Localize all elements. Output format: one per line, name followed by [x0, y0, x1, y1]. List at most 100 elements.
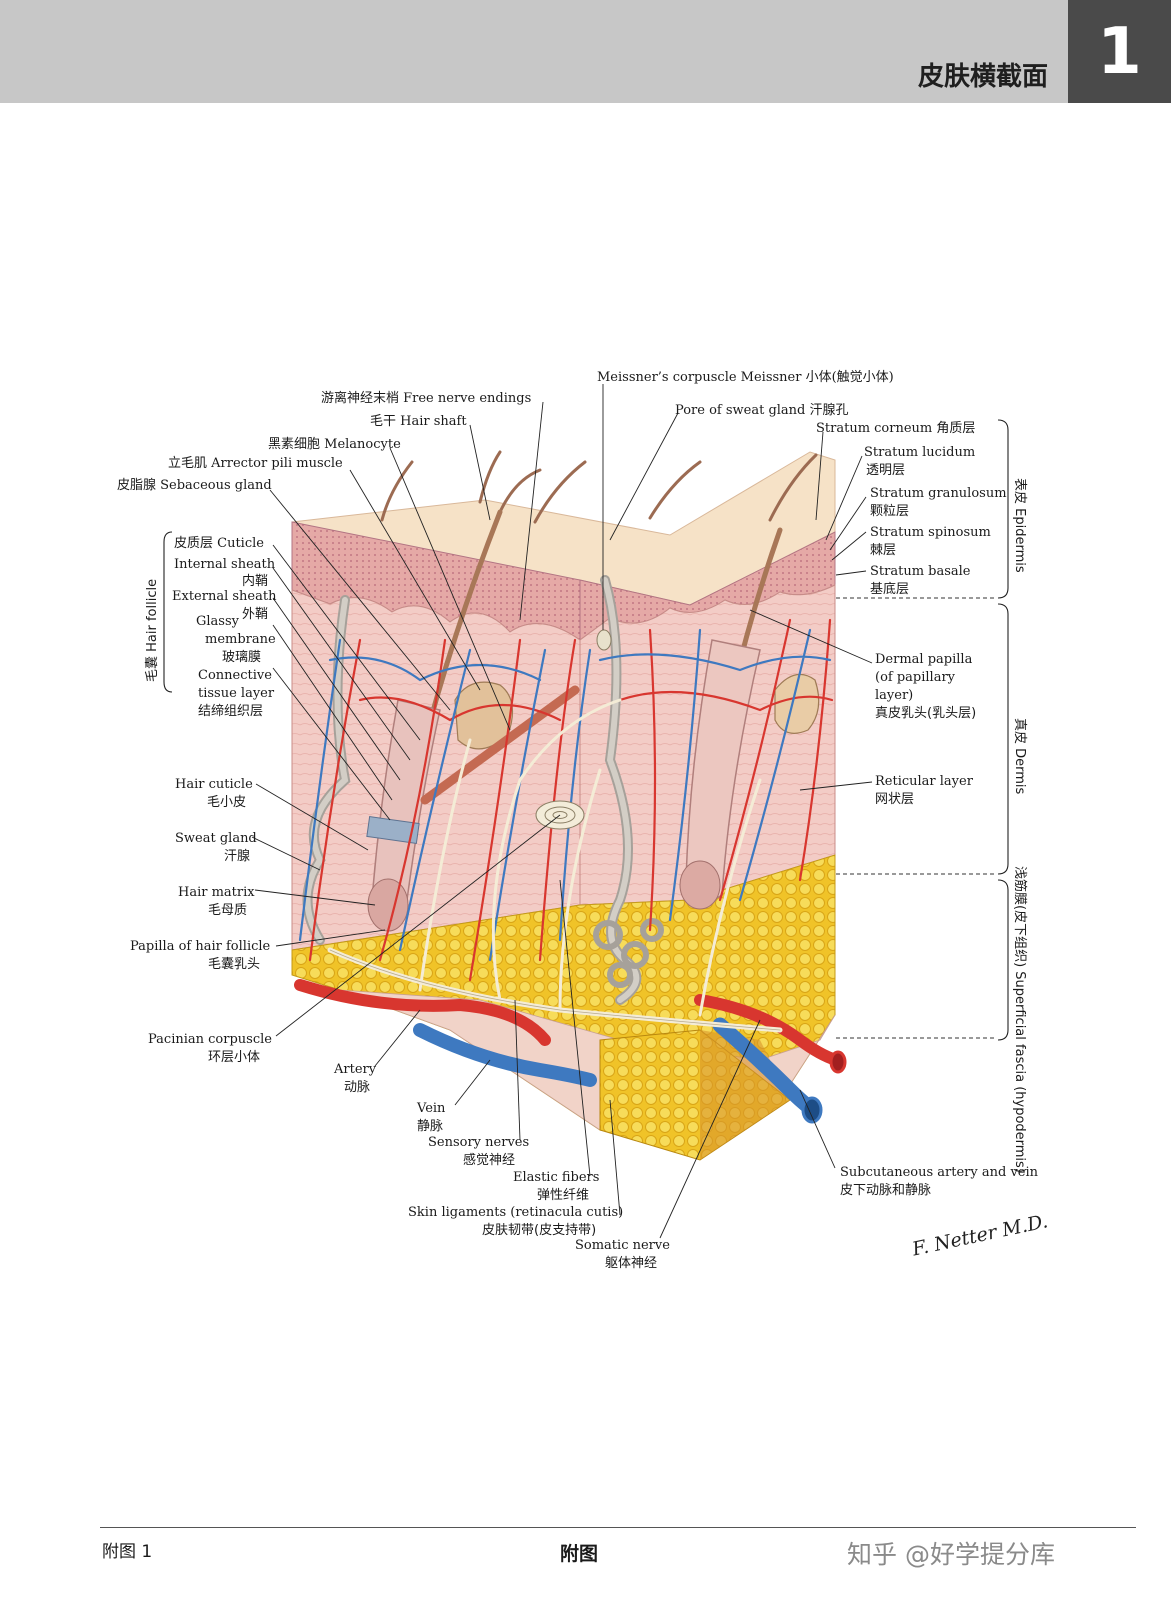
label-reticular-en: Reticular layer — [875, 774, 974, 789]
label-hair-matrix-en: Hair matrix — [178, 885, 255, 900]
label-stratum-lucidum-cn: 透明层 — [866, 463, 905, 478]
bracket-hair-follicle — [163, 531, 173, 693]
label-pore-sweat: Pore of sweat gland 汗腺孔 — [675, 403, 849, 418]
label-vein-cn: 静脉 — [417, 1119, 443, 1134]
sweat-duct-left-inner — [304, 597, 349, 943]
hair-follicles — [366, 639, 820, 932]
label-sensory-en: Sensory nerves — [428, 1135, 529, 1150]
label-meissner: Meissner’s corpuscle Meissner 小体(触觉小体) — [597, 370, 894, 385]
label-hair-cuticle-en: Hair cuticle — [175, 777, 253, 792]
label-hair-cuticle-cn: 毛小皮 — [207, 795, 246, 810]
subcutaneous-vein-left — [413, 1023, 597, 1087]
footer-section-title: 附图 — [560, 1543, 599, 1565]
label-sensory-cn: 感觉神经 — [463, 1152, 515, 1168]
sensory-nerve-branches — [418, 698, 762, 1017]
hair-shaft-1 — [380, 460, 414, 522]
label-reticular-cn: 网状层 — [875, 792, 914, 807]
capillaries-vein — [298, 628, 832, 962]
meissner-corpuscle — [596, 629, 612, 651]
label-stratum-spinosum-cn: 棘层 — [870, 543, 896, 558]
label-papilla-follicle-en: Papilla of hair follicle — [130, 939, 271, 954]
label-vein-en: Vein — [416, 1101, 446, 1116]
hair-shaft-4 — [533, 460, 587, 524]
subcutaneous-artery-left — [294, 979, 551, 1046]
skin-block — [291, 451, 836, 1161]
label-hypodermis: 浅筋膜(皮下组织) Superficial fascia (hypodermis… — [1012, 866, 1028, 1173]
footer-rule — [100, 1527, 1136, 1528]
label-connective-2: tissue layer — [198, 686, 275, 701]
label-cuticle: 皮质层 Cuticle — [174, 536, 264, 551]
label-dermal-papilla-1: Dermal papilla — [875, 652, 973, 667]
label-dermal-papilla-2: (of papillary — [875, 670, 956, 685]
subcutaneous-artery-right — [694, 994, 842, 1066]
label-somatic-cn: 躯体神经 — [605, 1255, 657, 1271]
watermark: 知乎 @好学提分库 — [847, 1540, 1055, 1569]
label-stratum-spinosum-en: Stratum spinosum — [870, 525, 991, 540]
label-stratum-corneum: Stratum corneum 角质层 — [816, 421, 975, 436]
sweat-glands — [302, 575, 664, 1005]
label-somatic-en: Somatic nerve — [575, 1238, 670, 1253]
hair-shaft-2 — [478, 450, 502, 504]
leader-lines — [251, 384, 873, 1239]
bracket-dermis — [997, 603, 1009, 875]
label-dermis: 真皮 Dermis — [1012, 718, 1027, 795]
label-artery-cn: 动脉 — [344, 1080, 370, 1095]
nerve-outline — [329, 949, 781, 1031]
label-dermal-papilla-3: layer) — [875, 688, 913, 703]
label-elastic-en: Elastic fibers — [513, 1170, 599, 1185]
sebaceous-gland-left — [454, 681, 514, 750]
label-artery-en: Artery — [333, 1062, 377, 1077]
label-connective-1: Connective — [198, 668, 272, 683]
label-internal-sheath-cn: 内鞘 — [242, 573, 268, 589]
label-elastic-cn: 弹性纤维 — [537, 1188, 589, 1203]
sweat-coil-2 — [621, 941, 649, 969]
header-bar — [0, 0, 1068, 103]
vein-cut-end — [801, 1096, 823, 1124]
sweat-coil-3 — [607, 962, 633, 988]
artery-cut-end — [829, 1050, 847, 1074]
hair-shaft-6 — [768, 453, 818, 522]
label-arrector-pili: 立毛肌 Arrector pili muscle — [168, 456, 343, 471]
labels: 游离神经末梢 Free nerve endings 毛干 Hair shaft … — [117, 370, 1039, 1271]
label-stratum-basale-cn: 基底层 — [870, 581, 909, 597]
page-title: 皮肤横截面 — [917, 62, 1048, 92]
footer-figure-label: 附图 1 — [102, 1542, 153, 1562]
label-glassy-1: Glassy — [196, 614, 240, 629]
label-external-sheath-en: External sheath — [172, 589, 277, 604]
bracket-hypodermis — [997, 879, 1009, 1041]
brackets — [163, 419, 1009, 1041]
label-free-nerve-endings: 游离神经末梢 Free nerve endings — [321, 390, 531, 406]
capillaries-artery — [308, 618, 834, 982]
blood-vessels — [294, 618, 847, 1124]
label-ligaments-en: Skin ligaments (retinacula cutis) — [408, 1205, 623, 1220]
label-sebaceous-gland: 皮脂腺 Sebaceous gland — [117, 478, 272, 493]
bracket-epidermis — [997, 419, 1009, 599]
dermis-front-left — [291, 589, 581, 951]
arrector-pili-muscle — [420, 685, 580, 805]
label-subcutaneous-cn: 皮下动脉和静脉 — [840, 1183, 931, 1198]
label-ligaments-cn: 皮肤韧带(皮支持带) — [482, 1223, 596, 1238]
label-sweat-gland-en: Sweat gland — [175, 831, 257, 846]
label-stratum-basale-en: Stratum basale — [870, 564, 971, 579]
netter-signature: F. Netter M.D. — [909, 1210, 1049, 1260]
label-subcutaneous-en: Subcutaneous artery and vein — [840, 1165, 1039, 1180]
hair-bulb-right — [679, 860, 721, 910]
label-pacinian-cn: 环层小体 — [208, 1050, 260, 1065]
follicle-sheath-band — [366, 816, 420, 844]
label-hair-shaft: 毛干 Hair shaft — [370, 414, 467, 429]
label-pacinian-en: Pacinian corpuscle — [148, 1032, 272, 1047]
label-melanocyte: 黑素细胞 Melanocyte — [268, 437, 401, 452]
hair-shaft-5 — [648, 460, 702, 520]
nerves — [327, 698, 783, 1033]
label-papilla-follicle-cn: 毛囊乳头 — [208, 956, 260, 972]
label-stratum-lucidum-en: Stratum lucidum — [864, 445, 975, 460]
sweat-coil-4 — [640, 918, 664, 942]
label-sweat-gland-cn: 汗腺 — [224, 849, 250, 864]
label-connective-cn: 结缔组织层 — [198, 703, 263, 719]
label-stratum-granulosum-en: Stratum granulosum — [870, 486, 1007, 501]
label-hair-matrix-cn: 毛母质 — [208, 903, 247, 918]
label-internal-sheath-en: Internal sheath — [174, 557, 276, 572]
label-glassy-cn: 玻璃膜 — [222, 650, 261, 665]
label-hair-follicle: 毛囊 Hair follicle — [144, 579, 160, 682]
